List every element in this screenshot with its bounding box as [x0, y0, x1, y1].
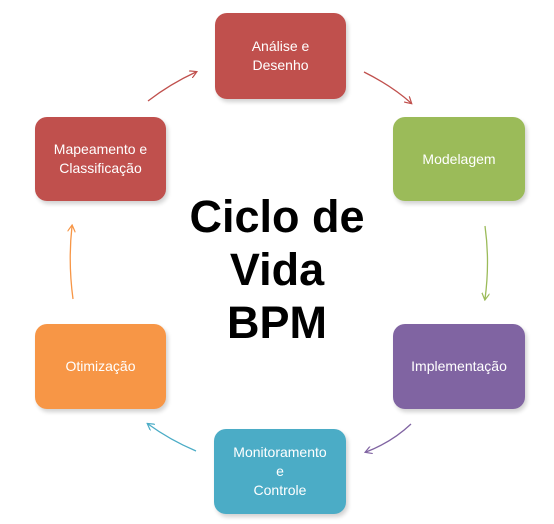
node-label: Mapeamento e Classificação	[53, 141, 148, 176]
node-otimizacao: Otimização	[35, 324, 166, 409]
arrow-otimizacao-to-mapeamento	[70, 226, 73, 300]
node-monitoramento-e-controle: Monitoramento e Controle	[214, 429, 346, 514]
arrow-mapeamento-to-analise	[147, 72, 196, 102]
arrow-implementacao-to-monitoramento	[366, 423, 412, 452]
arrow-analise-to-modelagem	[363, 71, 411, 103]
node-implementacao: Implementação	[393, 324, 525, 409]
node-modelagem: Modelagem	[393, 117, 525, 201]
node-label: Monitoramento e Controle	[233, 444, 327, 498]
node-label: Implementação	[411, 358, 507, 374]
node-label: Otimização	[65, 358, 136, 374]
node-analise-e-desenho: Análise e Desenho	[215, 13, 346, 99]
arrow-modelagem-to-implementacao	[485, 225, 488, 299]
diagram-title: Ciclo de Vida BPM	[189, 191, 365, 348]
node-label: Análise e Desenho	[251, 38, 310, 73]
node-label: Modelagem	[422, 150, 496, 167]
node-mapeamento-e-classificacao: Mapeamento e Classificação	[35, 117, 166, 201]
arrow-monitoramento-to-otimizacao	[148, 424, 197, 452]
